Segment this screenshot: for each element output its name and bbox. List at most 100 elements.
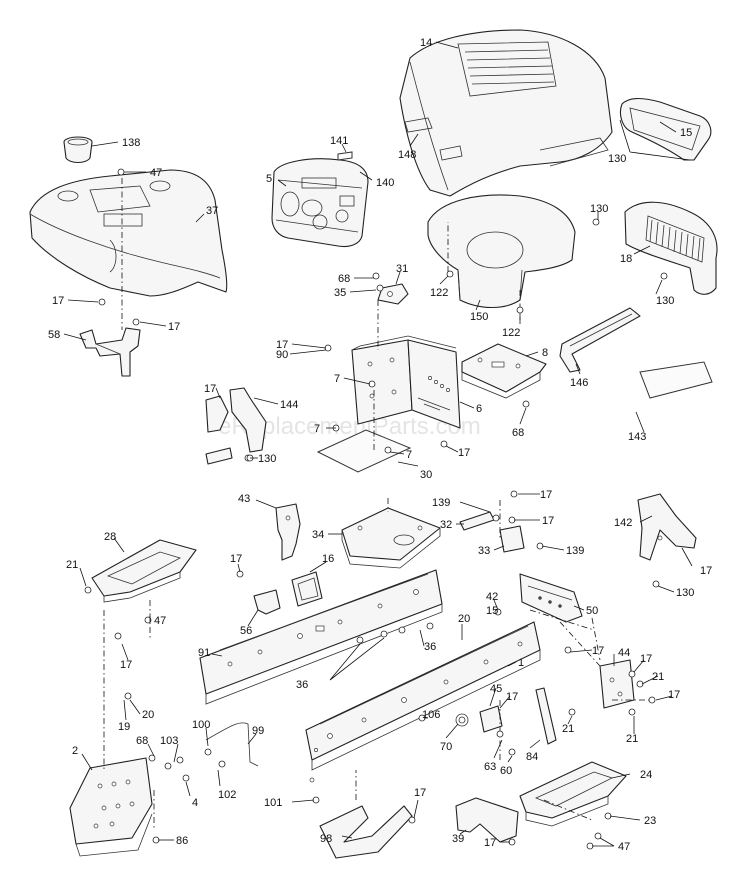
callout-17: 17 bbox=[700, 565, 712, 577]
callout-17: 17 bbox=[414, 787, 426, 799]
callout-14: 14 bbox=[420, 37, 432, 49]
callout-68: 68 bbox=[338, 273, 350, 285]
footrest-28-part bbox=[91, 539, 197, 603]
bracket-98-part bbox=[319, 805, 413, 859]
callout-139: 139 bbox=[432, 497, 450, 509]
callout-102: 102 bbox=[218, 789, 236, 801]
callout-142: 142 bbox=[614, 517, 632, 529]
assembly-lines bbox=[103, 178, 650, 830]
bracket-56-part bbox=[253, 589, 281, 615]
bracket-146-part bbox=[559, 307, 641, 373]
callout-17: 17 bbox=[276, 339, 288, 351]
callout-17: 17 bbox=[506, 691, 518, 703]
callout-98: 98 bbox=[320, 833, 332, 845]
label-143-part bbox=[639, 361, 713, 399]
callout-150: 150 bbox=[470, 311, 488, 323]
control-panel-part bbox=[271, 158, 369, 248]
cap-part bbox=[63, 136, 93, 164]
callout-84: 84 bbox=[526, 751, 538, 763]
spring-70-part bbox=[455, 713, 469, 727]
callout-labels: 14 148 15 130 138 47 37 141 5 140 130 18… bbox=[48, 37, 712, 853]
callout-34: 34 bbox=[312, 529, 324, 541]
fasteners bbox=[84, 168, 668, 850]
bracket-32-part bbox=[459, 511, 495, 531]
callout-130: 130 bbox=[590, 203, 608, 215]
callout-16: 16 bbox=[322, 553, 334, 565]
callout-103: 103 bbox=[160, 735, 178, 747]
callout-130: 130 bbox=[656, 295, 674, 307]
callout-6: 6 bbox=[476, 403, 482, 415]
callout-30: 30 bbox=[420, 469, 432, 481]
grille-part bbox=[624, 201, 718, 295]
callout-36: 36 bbox=[296, 679, 308, 691]
gasket-16-part bbox=[291, 571, 323, 607]
callout-58: 58 bbox=[48, 329, 60, 341]
callout-20: 20 bbox=[142, 709, 154, 721]
callout-130: 130 bbox=[258, 453, 276, 465]
callout-17: 17 bbox=[668, 689, 680, 701]
callout-17: 17 bbox=[640, 653, 652, 665]
callout-37: 37 bbox=[206, 205, 218, 217]
callout-143: 143 bbox=[628, 431, 646, 443]
callout-90: 90 bbox=[276, 349, 288, 361]
callout-68: 68 bbox=[512, 427, 524, 439]
callout-17: 17 bbox=[204, 383, 216, 395]
callout-56: 56 bbox=[240, 625, 252, 637]
bracket-50-part bbox=[519, 573, 583, 623]
callout-47: 47 bbox=[618, 841, 630, 853]
callout-1: 1 bbox=[518, 657, 524, 669]
bracket-58-part bbox=[79, 327, 141, 377]
bracket-39-part bbox=[455, 797, 519, 843]
headlight-lens-part bbox=[619, 97, 712, 161]
callout-32: 32 bbox=[440, 519, 452, 531]
rod-99-part bbox=[205, 722, 259, 767]
bracket-44-part bbox=[599, 659, 635, 709]
callout-21: 21 bbox=[562, 723, 574, 735]
rod-84-part bbox=[535, 687, 557, 745]
callout-24: 24 bbox=[640, 769, 652, 781]
bracket-31-part bbox=[377, 283, 409, 305]
callout-18: 18 bbox=[620, 253, 632, 265]
plate-30-part bbox=[316, 429, 412, 473]
callout-63: 63 bbox=[484, 761, 496, 773]
callout-17: 17 bbox=[120, 659, 132, 671]
bracket-144-part bbox=[205, 387, 267, 465]
callout-44: 44 bbox=[618, 647, 630, 659]
callout-21: 21 bbox=[66, 559, 78, 571]
callout-47: 47 bbox=[154, 615, 166, 627]
callout-2: 2 bbox=[72, 745, 78, 757]
callout-5: 5 bbox=[266, 173, 272, 185]
callout-45: 45 bbox=[490, 683, 502, 695]
callout-35: 35 bbox=[334, 287, 346, 299]
plate-8-part bbox=[461, 343, 547, 399]
callout-141: 141 bbox=[330, 135, 348, 147]
callout-47: 47 bbox=[150, 167, 162, 179]
callout-130: 130 bbox=[676, 587, 694, 599]
callout-17: 17 bbox=[168, 321, 180, 333]
callout-15: 15 bbox=[680, 127, 692, 139]
bracket-45-part bbox=[479, 705, 503, 733]
callout-21: 21 bbox=[652, 671, 664, 683]
callout-139: 139 bbox=[566, 545, 584, 557]
callout-101: 101 bbox=[264, 797, 282, 809]
label-141-part bbox=[337, 151, 353, 161]
callout-70: 70 bbox=[440, 741, 452, 753]
callout-17: 17 bbox=[52, 295, 64, 307]
dash-tower-part bbox=[427, 194, 576, 308]
callout-43: 43 bbox=[238, 493, 250, 505]
callout-17: 17 bbox=[542, 515, 554, 527]
callout-7: 7 bbox=[334, 373, 340, 385]
hood-part bbox=[399, 29, 613, 197]
callout-17: 17 bbox=[458, 447, 470, 459]
callout-99: 99 bbox=[252, 725, 264, 737]
callout-21: 21 bbox=[626, 733, 638, 745]
plate-34-part bbox=[341, 507, 441, 569]
callout-39: 39 bbox=[452, 833, 464, 845]
callout-15: 15 bbox=[486, 605, 498, 617]
dash-panel-part bbox=[29, 169, 228, 297]
callout-17: 17 bbox=[592, 645, 604, 657]
callout-7: 7 bbox=[406, 449, 412, 461]
callout-100: 100 bbox=[192, 719, 210, 731]
callout-23: 23 bbox=[644, 815, 656, 827]
